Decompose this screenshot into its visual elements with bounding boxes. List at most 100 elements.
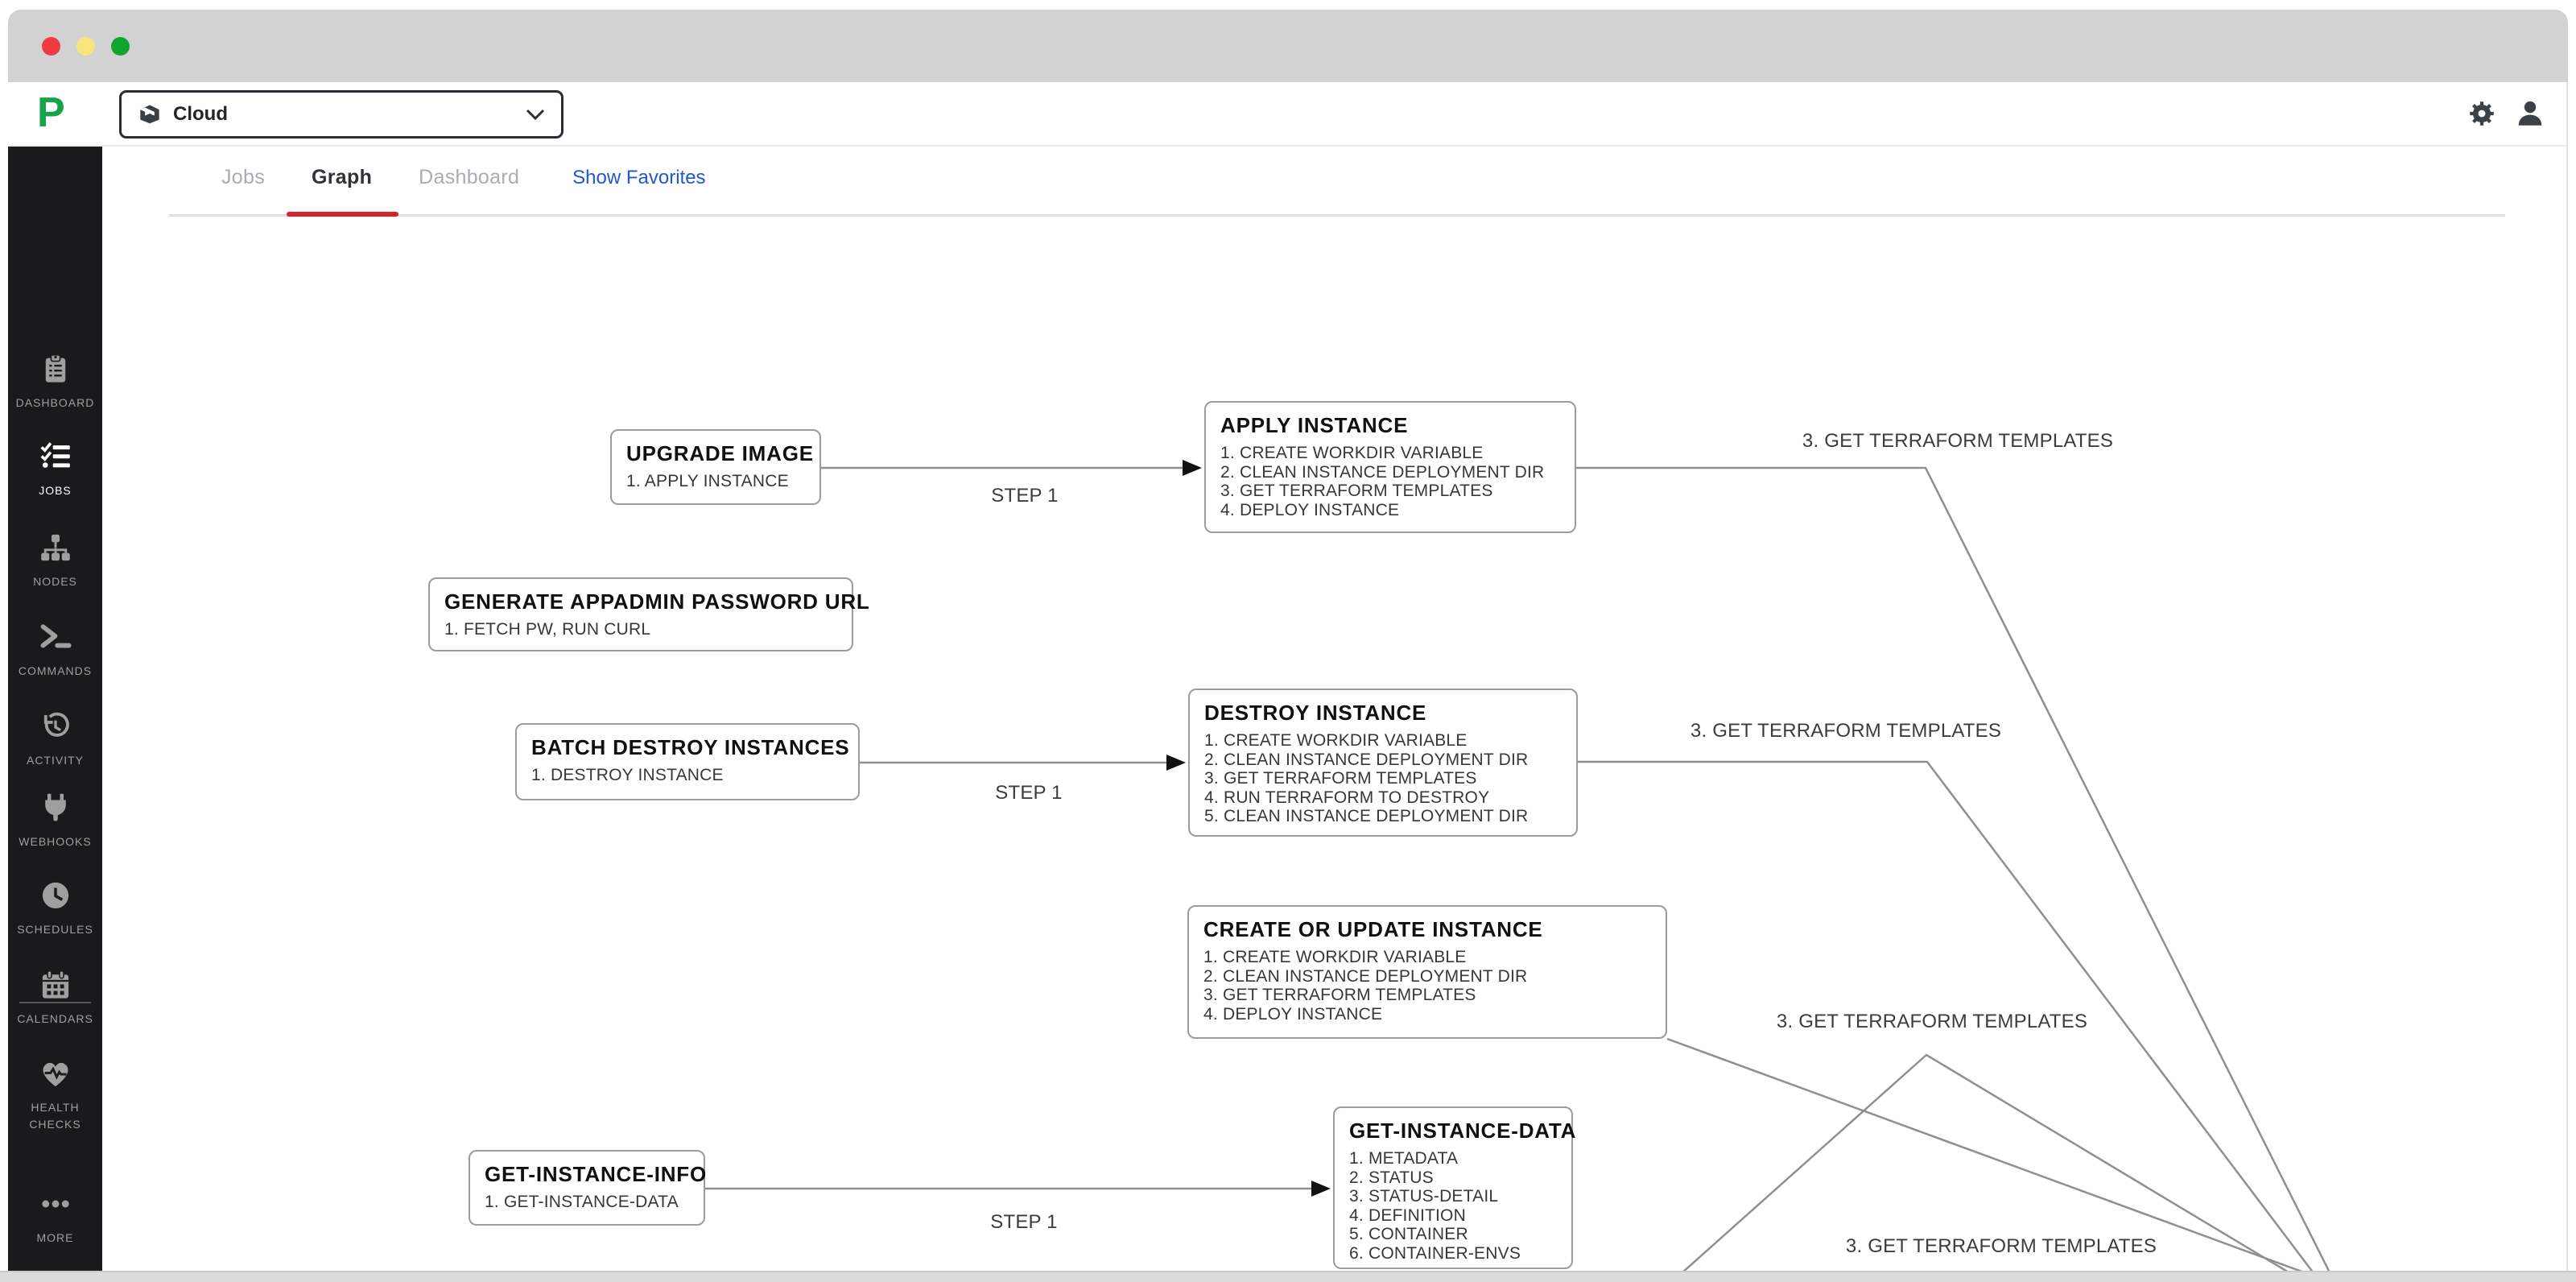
job-step: 4. RUN TERRAFORM TO DESTROY [1204, 788, 1490, 807]
edge-label-tf-4: 3. GET TERRAFORM TEMPLATES [1845, 1235, 2157, 1257]
job-step: 4. DEPLOY INSTANCE [1220, 500, 1400, 519]
project-selector-value: Cloud [173, 103, 228, 125]
clipboard-icon [39, 353, 72, 389]
sidebar-item-calendars[interactable]: CALENDARS [8, 969, 102, 1028]
window-titlebar [8, 10, 2568, 82]
job-step: 2. CLEAN INSTANCE DEPLOYMENT DIR [1203, 966, 1528, 986]
job-step: 1. METADATA [1349, 1149, 1459, 1168]
user-icon[interactable] [2515, 98, 2545, 129]
sidebar-item-webhooks[interactable]: WEBHOOKS [8, 792, 102, 850]
tab-jobs[interactable]: Jobs [221, 166, 266, 188]
sidebar-item-jobs[interactable]: JOBS [8, 440, 102, 499]
job-node-title: GET-INSTANCE-DATA [1349, 1119, 1577, 1143]
job-step: 1. DESTROY INSTANCE [531, 766, 724, 784]
sidebar-item-label: NODES [33, 575, 77, 588]
checklist-icon [39, 440, 72, 477]
app-header: P Cloud [8, 82, 2568, 147]
job-step: 4. DEPLOY INSTANCE [1203, 1004, 1383, 1024]
project-selector[interactable]: Cloud [119, 90, 564, 139]
heart-pulse-icon [39, 1057, 72, 1094]
job-step: 1. CREATE WORKDIR VARIABLE [1220, 444, 1484, 462]
job-step: 2. CLEAN INSTANCE DEPLOYMENT DIR [1220, 462, 1545, 482]
tab-bar: Jobs Graph Dashboard Show Favorites [221, 166, 706, 189]
sidebar-nav: DASHBOARD JOBS NODES COMMANDS ACTIVITY WEBHOO… [8, 147, 102, 1271]
sidebar-item-label: CALENDARS [17, 1012, 93, 1025]
job-node-steps: 1. GET-INSTANCE-DATA [485, 1193, 689, 1212]
calendar-icon [39, 969, 72, 1005]
job-step: 3. GET TERRAFORM TEMPLATES [1203, 986, 1476, 1004]
sidebar-item-label: JOBS [39, 484, 72, 497]
job-step: 6. CONTAINER-ENVS [1349, 1243, 1521, 1263]
sidebar-divider [19, 1002, 91, 1003]
traffic-light-zoom[interactable] [111, 37, 130, 56]
job-node-title: GET-INSTANCE-INFO [485, 1162, 707, 1186]
job-node-title: UPGRADE IMAGE [626, 441, 814, 465]
job-step: 4. DEFINITION [1349, 1205, 1466, 1225]
sidebar-item-dashboard[interactable]: DASHBOARD [8, 353, 102, 411]
job-node-steps: 1. DESTROY INSTANCE [531, 766, 844, 785]
sidebar-item-more[interactable]: MORE [8, 1188, 102, 1247]
sidebar-item-health-checks[interactable]: HEALTH CHECKS [8, 1057, 102, 1133]
sitemap-icon [39, 531, 72, 568]
tab-dashboard[interactable]: Dashboard [419, 166, 520, 188]
job-node-title: DESTROY INSTANCE [1204, 701, 1427, 725]
package-icon [140, 105, 159, 124]
sidebar-item-commands[interactable]: COMMANDS [8, 621, 102, 680]
edge-label-step1-upgrade: STEP 1 [991, 485, 1059, 507]
terminal-icon [39, 621, 72, 657]
edge-label-step1-info: STEP 1 [990, 1211, 1058, 1233]
job-step: 1. CREATE WORKDIR VARIABLE [1203, 948, 1467, 966]
edge-label-step1-batch: STEP 1 [995, 782, 1063, 804]
job-step: 2. STATUS [1349, 1168, 1434, 1187]
job-step: 5. CLEAN INSTANCE DEPLOYMENT DIR [1204, 807, 1529, 825]
traffic-light-close[interactable] [42, 37, 60, 56]
main-content: Jobs Graph Dashboard Show Favorites UPGRADE… [102, 147, 2568, 1271]
sidebar-item-label: ACTIVITY [26, 754, 84, 767]
edge-label-tf-2: 3. GET TERRAFORM TEMPLATES [1690, 720, 2002, 742]
job-step: 1. GET-INSTANCE-DATA [485, 1193, 679, 1211]
sidebar-item-label: DASHBOARD [15, 396, 95, 409]
gear-icon[interactable] [2467, 98, 2497, 129]
history-icon [39, 710, 72, 746]
sidebar-item-label: WEBHOOKS [19, 835, 92, 848]
job-step: 1. FETCH PW, RUN CURL [444, 620, 651, 639]
window-bottom-edge [0, 1271, 2576, 1282]
job-step: 1. APPLY INSTANCE [626, 472, 789, 490]
job-node-batch-destroy-instances[interactable]: BATCH DESTROY INSTANCES 1. DESTROY INSTAN… [515, 723, 860, 800]
job-node-destroy-instance[interactable]: DESTROY INSTANCE 1. CREATE WORKDIR VARIAB… [1188, 689, 1578, 837]
show-favorites-link[interactable]: Show Favorites [572, 167, 706, 188]
active-tab-underline [287, 212, 398, 217]
sidebar-item-activity[interactable]: ACTIVITY [8, 710, 102, 769]
tab-graph[interactable]: Graph [312, 166, 373, 188]
ellipsis-icon [39, 1188, 72, 1224]
plug-icon [39, 792, 72, 828]
sidebar-item-nodes[interactable]: NODES [8, 531, 102, 590]
sidebar-item-label: MORE [36, 1231, 74, 1244]
graph-edges [705, 460, 2330, 1271]
traffic-light-minimize[interactable] [76, 37, 95, 56]
edge-label-tf-3: 3. GET TERRAFORM TEMPLATES [1776, 1011, 2088, 1032]
job-step: 1. CREATE WORKDIR VARIABLE [1204, 731, 1468, 750]
job-node-title: BATCH DESTROY INSTANCES [531, 735, 850, 759]
sidebar-item-schedules[interactable]: SCHEDULES [8, 879, 102, 938]
job-step: 5. CONTAINER [1349, 1225, 1468, 1243]
job-node-get-instance-info[interactable]: GET-INSTANCE-INFO 1. GET-INSTANCE-DATA [469, 1150, 707, 1226]
job-node-upgrade-image[interactable]: UPGRADE IMAGE 1. APPLY INSTANCE [610, 429, 821, 505]
tabs-divider [169, 214, 2505, 217]
job-node-title: APPLY INSTANCE [1220, 413, 1409, 437]
job-node-apply-instance[interactable]: APPLY INSTANCE 1. CREATE WORKDIR VARIABLE… [1204, 401, 1576, 533]
job-node-steps: 1. APPLY INSTANCE [626, 472, 805, 491]
job-step: 3. GET TERRAFORM TEMPLATES [1220, 482, 1493, 500]
sidebar-item-label: SCHEDULES [17, 923, 93, 936]
clock-icon [39, 879, 72, 916]
sidebar-item-label: HEALTH CHECKS [29, 1101, 81, 1131]
chevron-down-icon [526, 109, 545, 120]
edge-label-tf-1: 3. GET TERRAFORM TEMPLATES [1802, 430, 2114, 452]
sidebar-item-label: COMMANDS [18, 664, 93, 677]
